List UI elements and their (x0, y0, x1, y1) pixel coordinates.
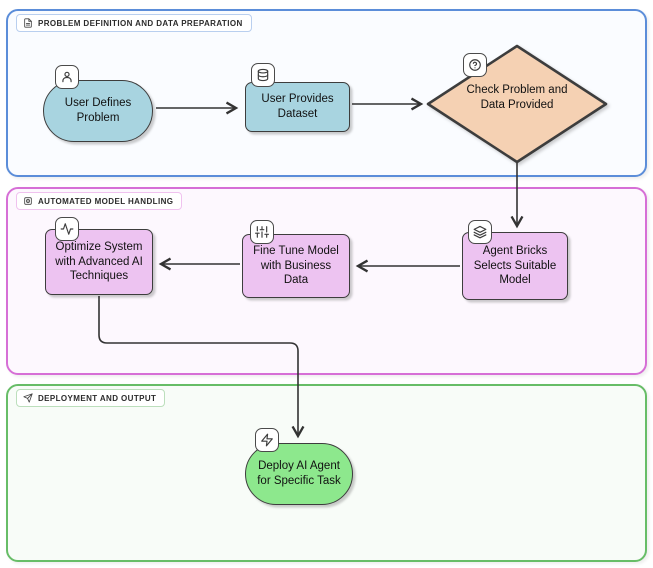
zap-icon (255, 428, 279, 452)
chip-icon (23, 196, 33, 206)
send-icon (23, 393, 33, 403)
help-icon (463, 53, 487, 77)
node-label: User Defines Problem (64, 97, 132, 124)
node-label: Check Problem and Data Provided (466, 84, 568, 111)
section-deployment-and-output-label: DEPLOYMENT AND OUTPUT (16, 389, 166, 407)
database-icon (251, 63, 275, 87)
node-label: Deploy AI Agent for Specific Task (257, 460, 341, 487)
node-user-defines-problem: User Defines Problem (43, 80, 153, 142)
node-deploy-ai-agent: Deploy AI Agent for Specific Task (245, 443, 353, 505)
section-label-text: DEPLOYMENT AND OUTPUT (38, 393, 157, 403)
section-label-text: PROBLEM DEFINITION AND DATA PREPARATION (38, 18, 243, 28)
node-agent-bricks-selects: Agent Bricks Selects Suitable Model (462, 232, 568, 300)
layers-icon (468, 220, 492, 244)
node-fine-tune-model: Fine Tune Model with Business Data (242, 234, 350, 298)
node-label: Fine Tune Model with Business Data (253, 244, 339, 287)
node-label: Optimize System with Advanced AI Techniq… (55, 240, 143, 283)
section-label-text: AUTOMATED MODEL HANDLING (38, 196, 174, 206)
activity-icon (55, 217, 79, 241)
node-label: User Provides Dataset (261, 93, 334, 120)
node-label: Agent Bricks Selects Suitable Model (473, 244, 557, 287)
node-check-problem-and-data: Check Problem and Data Provided (424, 42, 610, 166)
user-icon (55, 65, 79, 89)
file-text-icon (23, 18, 33, 28)
section-automated-model-handling-label: AUTOMATED MODEL HANDLING (16, 192, 183, 210)
node-user-provides-dataset: User Provides Dataset (245, 82, 350, 132)
sliders-icon (250, 220, 274, 244)
section-problem-definition-label: PROBLEM DEFINITION AND DATA PREPARATION (16, 14, 252, 32)
